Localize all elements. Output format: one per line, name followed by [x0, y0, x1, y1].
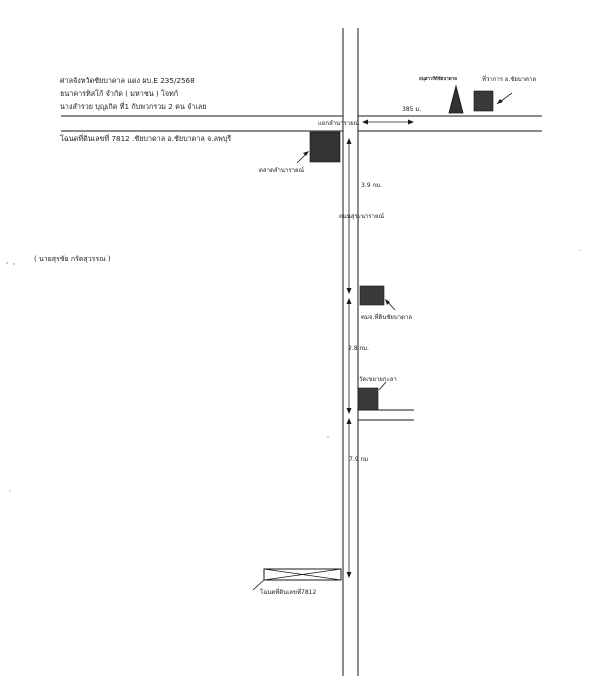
dist-28-label: 2.8 กม.: [348, 345, 369, 352]
land-plot-label: โฉนดที่ดินเลขที่7812: [260, 589, 317, 596]
district-office-label: ที่ว่าการ อ.ชัยบาดาล: [482, 76, 537, 83]
header-line-4: โฉนดที่ดินเลขที่ 7812 .ชัยบาดาล อ.ชัยบาด…: [60, 134, 232, 143]
header-line-1: ศาลจังหวัดชัยบาดาล แดง ผบ.E 235/2568: [60, 76, 195, 85]
land-plot-icon: [263, 568, 342, 581]
market-icon: [309, 131, 341, 163]
monument-label: อนุสาวรีย์ชัยบาดาล: [419, 77, 457, 82]
signature-text: ( นายสุรชัย กรัดสุวรรณ ): [34, 255, 111, 263]
header-line-3: นางสำรวย บุญเกิด ที่1 กับพวกรวม 2 คน จำเ…: [60, 102, 207, 111]
road-name-label: ถนนสุระนารายณ์: [339, 213, 385, 220]
junction-label: แยกลำนารายณ์: [318, 120, 360, 127]
header-line-2: ธนาคารทิสโก้ จำกัด ( มหาชน ) โจทก์: [60, 89, 179, 98]
market-label: ตลาดลำนารายณ์: [259, 167, 305, 174]
district-office-icon: [473, 90, 494, 112]
temple-icon: [357, 387, 379, 411]
school-label: ฅมจ.ที่ดินชัยบาดาล: [361, 314, 413, 321]
temple-label: วัดเขยายกะลา: [359, 376, 397, 383]
dist-39-label: 3.9 กม.: [361, 182, 382, 189]
school-icon: [359, 285, 385, 306]
dist-79-label: 7.9 กม: [349, 456, 369, 463]
monument-icon: [448, 84, 464, 114]
dist-385-label: 385 ม.: [402, 106, 422, 113]
